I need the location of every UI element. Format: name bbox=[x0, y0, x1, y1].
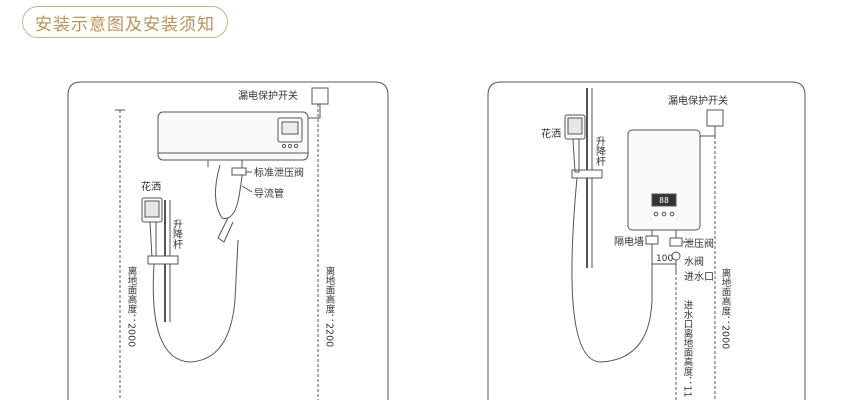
right-switch-cable bbox=[700, 126, 716, 137]
right-water-valve-label: 水阀 bbox=[684, 255, 704, 268]
drain-leader bbox=[241, 185, 253, 193]
left-pressure-valve-label: 标准泄压阀 bbox=[254, 166, 304, 179]
mixing-hose bbox=[215, 164, 243, 219]
right-pressure-valve-label: 泄压阀 bbox=[684, 237, 714, 250]
right-leakage-switch-box bbox=[706, 109, 724, 127]
right-lift-rod-label: 升降杆 bbox=[594, 136, 606, 167]
right-frame bbox=[487, 81, 806, 400]
pressure-valve-shape-right bbox=[669, 237, 683, 247]
leakage-switch-box bbox=[311, 87, 329, 105]
right-inlet-height-label: 进水口离地面高度：11 bbox=[682, 300, 694, 398]
left-rod-bracket bbox=[147, 255, 179, 265]
water-heater-tank bbox=[157, 111, 309, 161]
right-shower-head-label: 花洒 bbox=[541, 127, 561, 140]
left-height-2200-label: 离地面高度：2200 bbox=[324, 265, 336, 347]
pressure-valve-shape bbox=[231, 167, 247, 176]
left-shower-hose bbox=[152, 239, 239, 363]
section-title: 安装示意图及安装须知 bbox=[22, 6, 228, 38]
left-diagram bbox=[67, 81, 389, 400]
left-frame bbox=[67, 81, 389, 400]
right-dim-100-label: 100 bbox=[656, 254, 673, 264]
right-water-inlet-label: 进水口 bbox=[684, 271, 714, 283]
right-wall-label: 隔电墙 bbox=[614, 235, 644, 248]
left-drain-pipe-label: 导流管 bbox=[254, 187, 284, 200]
wall-valve-shape bbox=[645, 235, 659, 245]
left-shower-head-label: 花洒 bbox=[141, 180, 161, 193]
outlet-spout bbox=[217, 217, 234, 243]
left-lift-rod-label: 升降杆 bbox=[171, 219, 183, 250]
right-shower-hose bbox=[571, 177, 653, 363]
left-height-2000-label: 离地面高度：2000 bbox=[126, 265, 138, 347]
right-height-2000-label: 离地面高度：2000 bbox=[720, 267, 732, 349]
instant-heater-unit bbox=[627, 129, 701, 231]
left-shower-head-shape bbox=[141, 197, 163, 259]
water-valve-shape bbox=[671, 251, 681, 261]
right-diagram bbox=[487, 81, 806, 400]
left-leakage-switch-label: 漏电保护开关 bbox=[238, 89, 298, 102]
heater-display-readout: 88 bbox=[659, 196, 669, 205]
right-leakage-switch-label: 漏电保护开关 bbox=[668, 94, 728, 107]
right-rod-bracket bbox=[571, 169, 603, 179]
right-shower-head-shape bbox=[564, 114, 586, 173]
